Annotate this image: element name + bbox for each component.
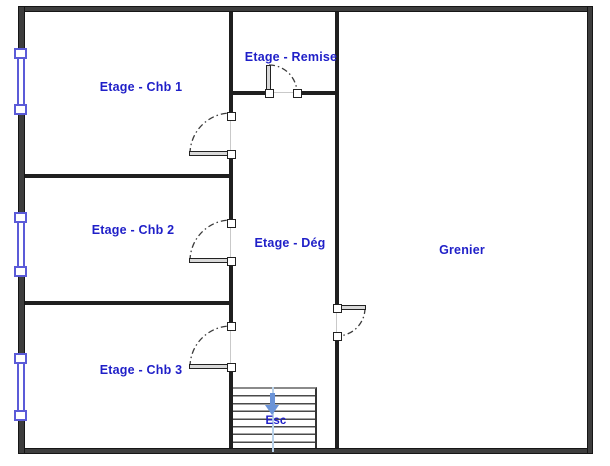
wall-corridor-segment — [229, 12, 233, 112]
chb3-door-arc — [189, 325, 232, 368]
chb1-door-hinge — [227, 150, 236, 159]
chb1-door-leaf[interactable] — [189, 151, 230, 156]
window-frame-square — [14, 353, 27, 364]
room-label-chb3[interactable]: Etage - Chb 3 — [99, 363, 183, 377]
window-symbol[interactable] — [17, 358, 25, 415]
wall-chb1-chb2 — [25, 174, 233, 178]
wall-outer-right — [587, 6, 593, 454]
stairs-down-arrow-icon — [265, 405, 279, 415]
window-symbol[interactable] — [17, 53, 25, 109]
chb2-door-hinge — [227, 257, 236, 266]
door-threshold — [230, 326, 231, 367]
wall-remise-bottom-segment — [301, 91, 335, 95]
stairs-down-arrow-icon — [270, 393, 275, 406]
wall-chb2-chb3 — [25, 301, 233, 305]
remise-door-jamb — [293, 89, 302, 98]
chb1-door-jamb — [227, 112, 236, 121]
staircase-center-line — [272, 387, 274, 452]
wall-grenier-segment — [335, 340, 339, 448]
window-frame-square — [14, 266, 27, 277]
window-symbol[interactable] — [17, 217, 25, 272]
window-frame-square — [14, 410, 27, 421]
wall-remise-bottom-segment — [233, 91, 265, 95]
grenier-door-leaf[interactable] — [339, 305, 366, 310]
door-threshold — [230, 116, 231, 154]
staircase[interactable] — [233, 387, 317, 448]
chb3-door-hinge — [227, 363, 236, 372]
wall-outer-top — [18, 6, 593, 12]
room-label-remise[interactable]: Etage - Remise — [244, 50, 338, 64]
remise-door-hinge — [265, 89, 274, 98]
chb2-door-leaf[interactable] — [189, 258, 230, 263]
chb2-door-arc — [189, 219, 232, 262]
room-label-chb2[interactable]: Etage - Chb 2 — [91, 223, 175, 237]
window-frame-square — [14, 212, 27, 223]
room-label-deg[interactable]: Etage - Dég — [254, 236, 326, 250]
wall-grenier-segment — [335, 12, 339, 304]
wall-corridor-segment — [229, 265, 233, 322]
chb1-door-arc — [189, 112, 232, 155]
wall-corridor-segment — [229, 158, 233, 219]
chb3-door-jamb — [227, 322, 236, 331]
wall-outer-bottom — [18, 448, 593, 454]
chb3-door-leaf[interactable] — [189, 364, 230, 369]
room-label-chb1[interactable]: Etage - Chb 1 — [99, 80, 183, 94]
chb2-door-jamb — [227, 219, 236, 228]
grenier-door-hinge — [333, 304, 342, 313]
door-threshold — [336, 308, 337, 336]
wall-corridor-segment — [229, 371, 233, 448]
grenier-door-jamb — [333, 332, 342, 341]
window-frame-square — [14, 104, 27, 115]
door-threshold — [230, 223, 231, 261]
window-frame-square — [14, 48, 27, 59]
stairs-label-esc[interactable]: Esc — [265, 415, 287, 427]
room-label-grenier[interactable]: Grenier — [439, 243, 485, 257]
